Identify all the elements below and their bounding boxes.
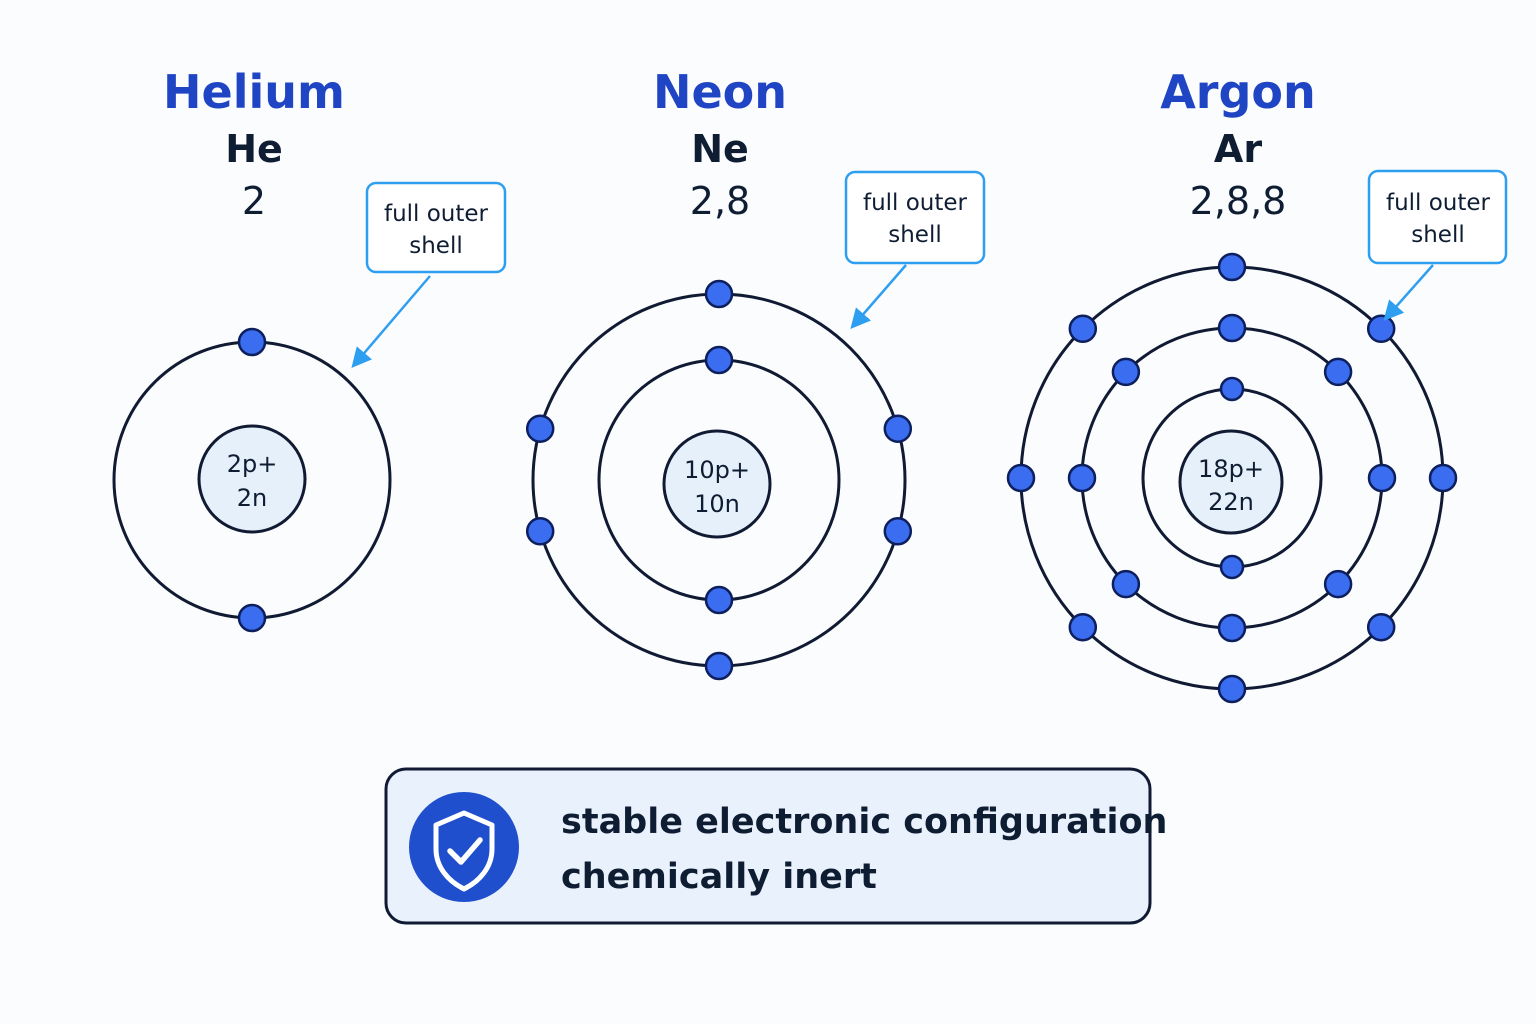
nucleus-circle [1178, 429, 1284, 535]
electron [1217, 613, 1247, 643]
callout-arrow [850, 264, 907, 330]
electron-configuration: 2 [242, 179, 266, 223]
element-name: Helium [163, 65, 345, 119]
electron [1217, 252, 1247, 282]
electron [704, 345, 734, 375]
shells [112, 327, 392, 633]
summary-line-1: stable electronic configuration [561, 802, 1167, 842]
element-symbol: He [225, 127, 283, 171]
callout: full outer shell [351, 181, 507, 369]
electron [1323, 357, 1353, 387]
callout-line-2: shell [888, 222, 942, 248]
callout-arrow [351, 275, 431, 369]
electron [1111, 569, 1141, 599]
electron [1219, 554, 1245, 580]
callout-line-1: full outer [384, 201, 489, 227]
electron [883, 414, 913, 443]
electron [525, 414, 555, 443]
callout-box [365, 181, 507, 274]
electron-configuration: 2,8,8 [1190, 179, 1287, 223]
callout-arrow [1383, 264, 1434, 321]
electron-configuration: 2,8 [690, 179, 750, 223]
electron [704, 279, 734, 309]
electron [1067, 463, 1097, 493]
electron [704, 585, 734, 615]
electron [1219, 376, 1245, 402]
element-name: Argon [1160, 65, 1316, 119]
element-symbol: Ne [691, 127, 749, 171]
nucleus: 2p+ 2n [197, 424, 307, 534]
electron [525, 517, 555, 546]
element-name: Neon [653, 65, 787, 119]
electron [237, 603, 267, 633]
electron [1366, 612, 1396, 642]
callout: full outer shell [1367, 169, 1508, 321]
electron [1366, 314, 1396, 344]
electron [883, 517, 913, 546]
electron [237, 327, 267, 357]
electron [1323, 569, 1353, 599]
electron [1111, 357, 1141, 387]
nucleus: 18p+ 22n [1178, 429, 1284, 535]
nucleus-circle [197, 424, 307, 534]
summary-box: stable electronic configuration chemical… [384, 767, 1167, 925]
nucleus-neutrons: 22n [1208, 488, 1254, 516]
electron [1068, 612, 1098, 642]
nucleus-protons: 10p+ [684, 456, 750, 484]
electron [1217, 313, 1247, 343]
nucleus-circle [662, 429, 772, 539]
callout-line-1: full outer [863, 190, 968, 216]
electron [1428, 463, 1458, 493]
atom-helium: Helium He 2 2p+ 2n full outer shell [112, 65, 507, 633]
summary-line-2: chemically inert [561, 857, 877, 897]
electron [704, 651, 734, 681]
electron [1367, 463, 1397, 493]
callout-line-2: shell [1411, 222, 1465, 248]
callout-box [844, 170, 986, 265]
electron [1006, 463, 1036, 493]
nucleus-neutrons: 2n [237, 484, 267, 512]
shells [1006, 252, 1458, 704]
summary-panel [384, 767, 1152, 925]
callout-line-1: full outer [1386, 190, 1491, 216]
callout-box [1367, 169, 1508, 265]
nucleus-protons: 2p+ [227, 450, 278, 478]
nucleus: 10p+ 10n [662, 429, 772, 539]
atom-neon: Neon Ne 2,8 10p+ 10n full outer shell [525, 65, 986, 681]
electron [1217, 674, 1247, 704]
nucleus-neutrons: 10n [694, 490, 740, 518]
nucleus-protons: 18p+ [1198, 455, 1264, 483]
shield-check-icon [409, 792, 519, 902]
shells [525, 279, 913, 681]
electron [1068, 314, 1098, 344]
callout-line-2: shell [409, 233, 463, 259]
atom-argon: Argon Ar 2,8,8 18p+ 22n full outer shell [1006, 65, 1508, 704]
element-symbol: Ar [1214, 127, 1262, 171]
callout: full outer shell [844, 170, 986, 330]
